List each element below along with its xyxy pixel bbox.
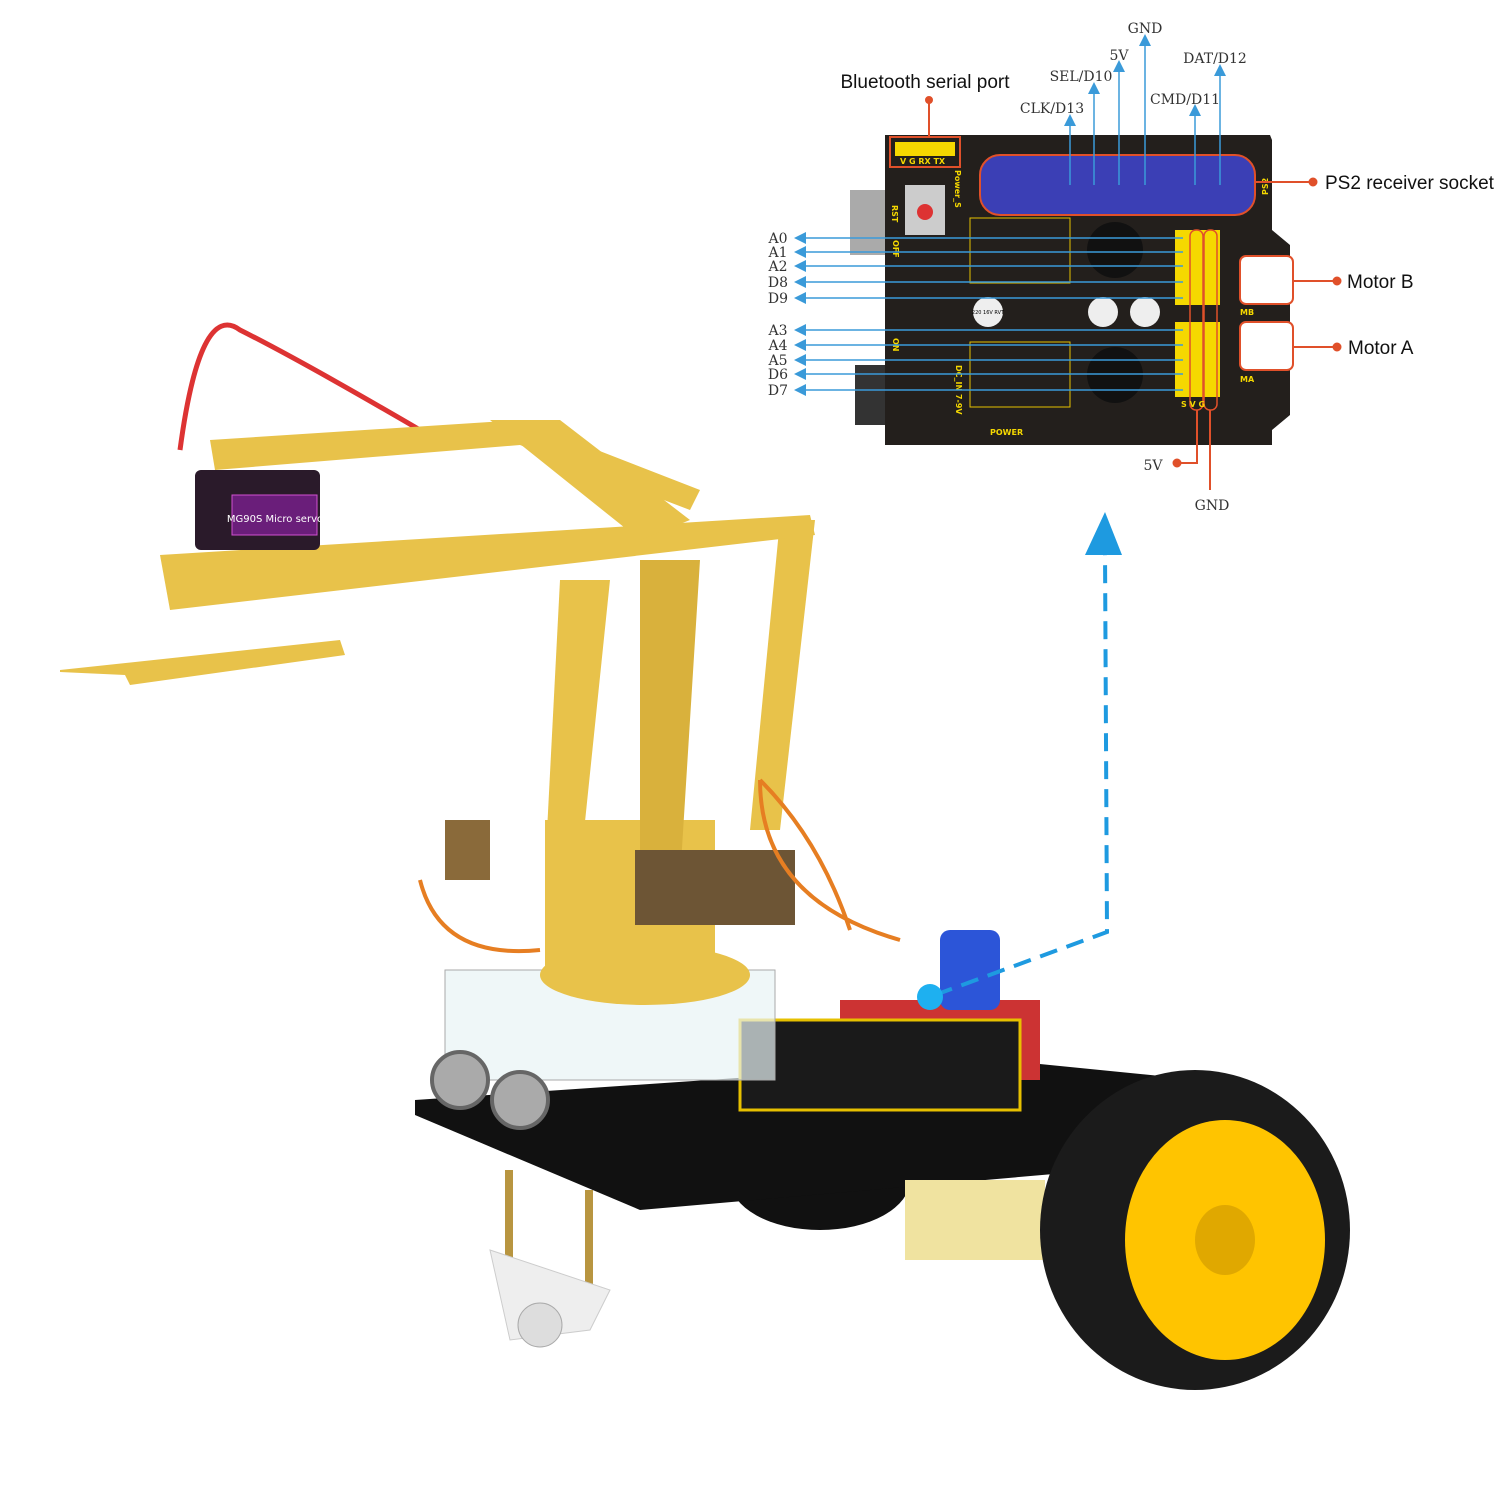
callout-lines — [925, 96, 1342, 490]
header-top — [1175, 230, 1220, 305]
svg-text:RST: RST — [890, 205, 899, 223]
servo-right — [635, 850, 795, 925]
zoom-callout-arrow — [917, 512, 1122, 1010]
label-cmd: CMD/D11 — [1150, 92, 1220, 108]
label-sel: SEL/D10 — [1050, 69, 1113, 85]
svg-text:OFF: OFF — [891, 240, 900, 258]
label-a3: A3 — [767, 323, 787, 339]
svg-text:Power_S: Power_S — [953, 170, 962, 208]
pin-labels: GND 5V SEL/D10 DAT/D12 CMD/D11 CLK/D13 A… — [767, 21, 1494, 514]
receiver — [940, 930, 1000, 1010]
servo-label: MG90S Micro servo — [227, 514, 323, 525]
label-a1: A1 — [767, 245, 787, 261]
label-ps2: PS2 receiver socket — [1325, 173, 1495, 194]
svg-text:MB: MB — [1240, 308, 1254, 317]
label-5v-bottom: 5V — [1143, 458, 1163, 474]
label-a0: A0 — [767, 231, 787, 247]
label-gnd-top: GND — [1128, 21, 1163, 37]
label-dat: DAT/D12 — [1183, 51, 1247, 67]
robot-arm-car-illustration: MG90S Micro servo — [60, 322, 1350, 1390]
motor-a-connector — [1239, 321, 1294, 371]
label-gnd-bottom: GND — [1195, 498, 1230, 514]
svg-text:S V G: S V G — [1181, 400, 1205, 409]
motor-b-connector — [1239, 255, 1294, 305]
servo-left — [445, 820, 490, 880]
gripper — [60, 640, 345, 685]
ultrasonic-left — [430, 1050, 490, 1110]
label-bluetooth: Bluetooth serial port — [841, 72, 1011, 93]
pin-lines — [794, 34, 1226, 396]
label-a4: A4 — [767, 338, 787, 354]
ultrasonic-right — [490, 1070, 550, 1130]
label-d6: D6 — [768, 367, 788, 383]
label-5v-top: 5V — [1109, 48, 1129, 64]
svg-text:PS2: PS2 — [1261, 178, 1270, 195]
label-d8: D8 — [768, 275, 788, 291]
arm-upper-link — [160, 515, 815, 610]
label-motor-b: Motor B — [1347, 272, 1414, 293]
gear-motor — [905, 1180, 1045, 1260]
controller-board — [738, 1018, 1022, 1112]
label-motor-a: Motor A — [1348, 338, 1414, 359]
label-d7: D7 — [768, 383, 788, 399]
label-a2: A2 — [767, 259, 787, 275]
bt-header-box — [889, 136, 961, 168]
label-a5: A5 — [767, 353, 787, 369]
ps2-socket — [979, 154, 1256, 216]
svg-text:220 16V RVT: 220 16V RVT — [972, 310, 1005, 316]
sensor-shield-board: V G RX TX PS2 RST Power_S OFF ON DC_IN 7… — [850, 135, 1294, 445]
label-d9: D9 — [768, 291, 788, 307]
label-clk: CLK/D13 — [1020, 101, 1084, 117]
svg-text:POWER: POWER — [990, 428, 1023, 437]
svg-text:MA: MA — [1240, 375, 1255, 384]
svg-text:V G RX TX: V G RX TX — [900, 157, 946, 166]
